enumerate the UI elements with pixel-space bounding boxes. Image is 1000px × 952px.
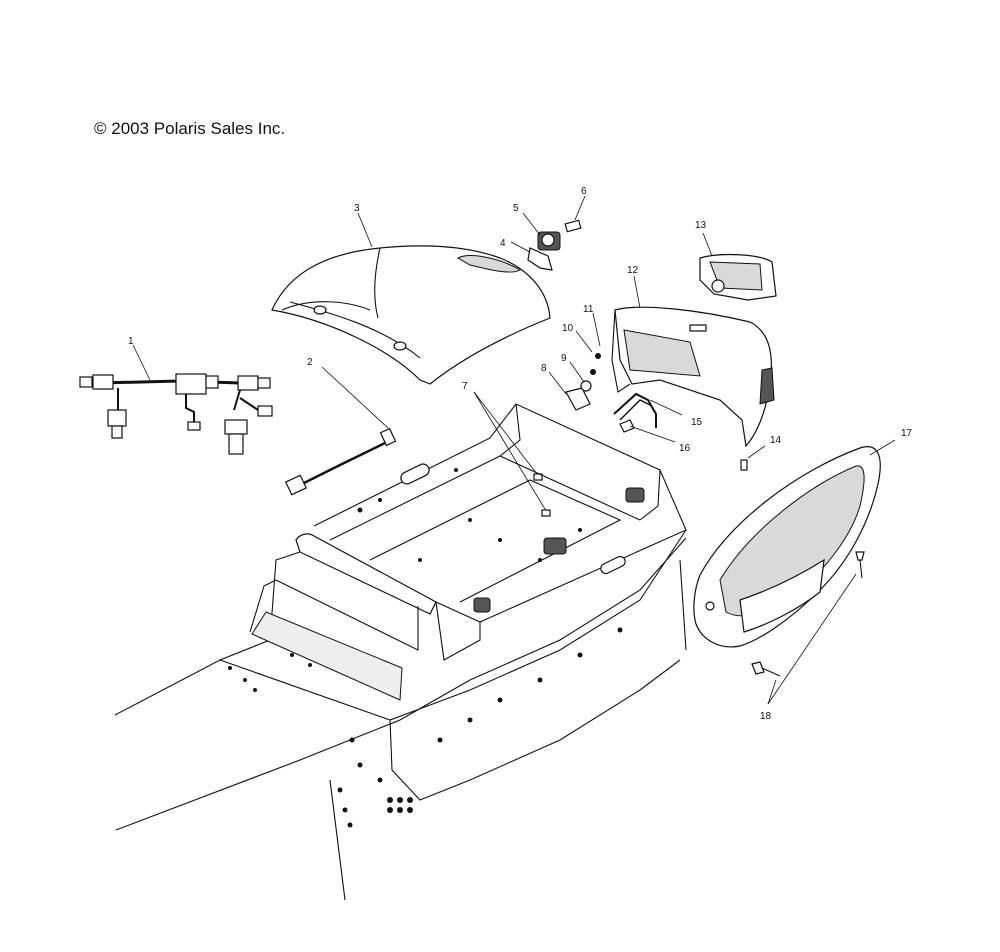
callout-13: 13	[695, 220, 707, 231]
callout-14: 14	[770, 435, 782, 446]
callout-3: 3	[354, 203, 360, 214]
callout-8: 8	[541, 363, 547, 374]
part-2-lead-wire	[284, 366, 397, 496]
copyright-text: © 2003 Polaris Sales Inc.	[94, 119, 286, 138]
parts-14-16-bracket	[613, 392, 766, 471]
callout-6: 6	[581, 186, 587, 197]
callout-11: 11	[583, 304, 594, 315]
callout-1: 1	[128, 336, 134, 347]
part-1-wiring-harness	[79, 344, 273, 455]
parts-4-5-6-latch-assembly	[510, 195, 586, 271]
callout-10: 10	[562, 323, 574, 334]
callout-7: 7	[462, 381, 468, 392]
callout-4: 4	[500, 238, 506, 249]
part-13-tail-light	[699, 232, 777, 301]
callout-5: 5	[513, 203, 519, 214]
callout-labels: 1 2 3 4 5 6 7 8 9 10 11 12 13 14 15 16 1…	[128, 186, 913, 722]
callout-12: 12	[627, 265, 639, 276]
part-18-push-rivets	[751, 551, 865, 705]
chassis-rivet-holes	[228, 468, 623, 828]
callout-15: 15	[691, 417, 703, 428]
part-12-rear-cover	[611, 275, 775, 448]
callout-2: 2	[307, 357, 313, 368]
part-3-seat-cushion	[271, 212, 551, 385]
callout-17: 17	[901, 428, 913, 439]
callout-18: 18	[760, 711, 772, 722]
part-7-bolts	[473, 391, 551, 517]
parts-8-11-hardware	[548, 312, 601, 411]
part-17-side-panel	[693, 439, 896, 648]
callout-9: 9	[561, 353, 567, 364]
callout-16: 16	[679, 443, 691, 454]
chassis-tunnel	[114, 403, 687, 901]
